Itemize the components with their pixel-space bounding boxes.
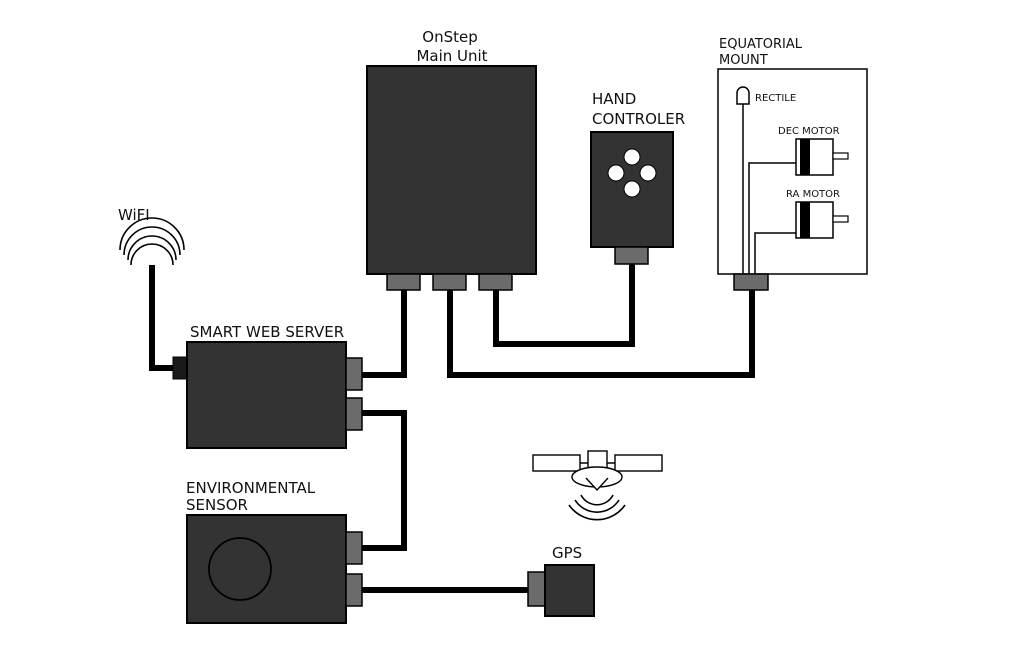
env-sensor-port-1 [345, 531, 363, 565]
mount-label-line1: EQUATORIAL [719, 37, 803, 52]
dpad-icon [607, 148, 657, 198]
reticle-led-icon [736, 86, 750, 105]
env-label-line2: SENSOR [186, 496, 248, 514]
onstep-port-2 [432, 273, 467, 291]
mount-label-line2: MOUNT [719, 53, 768, 68]
hand-controller-port [614, 246, 649, 265]
smart-web-server: SMART WEB SERVER [172, 323, 363, 449]
satellite-icon [532, 450, 663, 521]
hand-label-line1: HAND [592, 90, 636, 108]
ra-motor-icon [795, 201, 849, 239]
cable-webserver-mainunit [362, 290, 407, 378]
wifi-signal-icon [119, 217, 185, 266]
onstep-main-unit: OnStep Main Unit [366, 28, 537, 291]
gps-label: GPS [552, 544, 582, 562]
cable-mainunit-mount [447, 290, 755, 378]
ra-motor-label: RA MOTOR [786, 189, 840, 200]
env-label-line1: ENVIRONMENTAL [186, 479, 316, 497]
web-server-label: SMART WEB SERVER [190, 323, 344, 341]
wifi: WiFI [118, 206, 185, 266]
mount-port [733, 273, 769, 291]
onstep-label-line2: Main Unit [416, 47, 487, 65]
env-sensor-port-2 [345, 573, 363, 607]
cables [149, 264, 755, 593]
web-server-port-2 [345, 397, 363, 431]
web-server-box [186, 341, 347, 449]
dec-motor-icon [795, 138, 849, 176]
onstep-label-line1: OnStep [422, 28, 477, 46]
cable-webserver-envsensor [362, 410, 407, 551]
onstep-port-3 [478, 273, 513, 291]
mount-wiring [742, 104, 796, 274]
dec-motor-label: DEC MOTOR [778, 126, 840, 137]
hand-controller: HAND CONTROLER [590, 90, 685, 265]
reticle-label: RECTILE [755, 93, 796, 104]
equatorial-mount: EQUATORIAL MOUNT RECTILE DEC MOTOR RA MO… [717, 37, 868, 291]
onstep-port-1 [386, 273, 421, 291]
hand-label-line2: CONTROLER [592, 110, 685, 128]
web-server-port-1 [345, 357, 363, 391]
gps-connector [527, 571, 546, 607]
sensor-window-icon [208, 537, 272, 601]
environmental-sensor: ENVIRONMENTAL SENSOR [186, 479, 363, 624]
gps-module: GPS [527, 544, 595, 617]
env-sensor-box [186, 514, 347, 624]
wifi-label: WiFI [118, 206, 150, 224]
onstep-main-unit-box [366, 65, 537, 275]
cable-wifi-antenna [149, 265, 175, 371]
cable-mainunit-handcontroller [493, 264, 635, 347]
gps-box [544, 564, 595, 617]
